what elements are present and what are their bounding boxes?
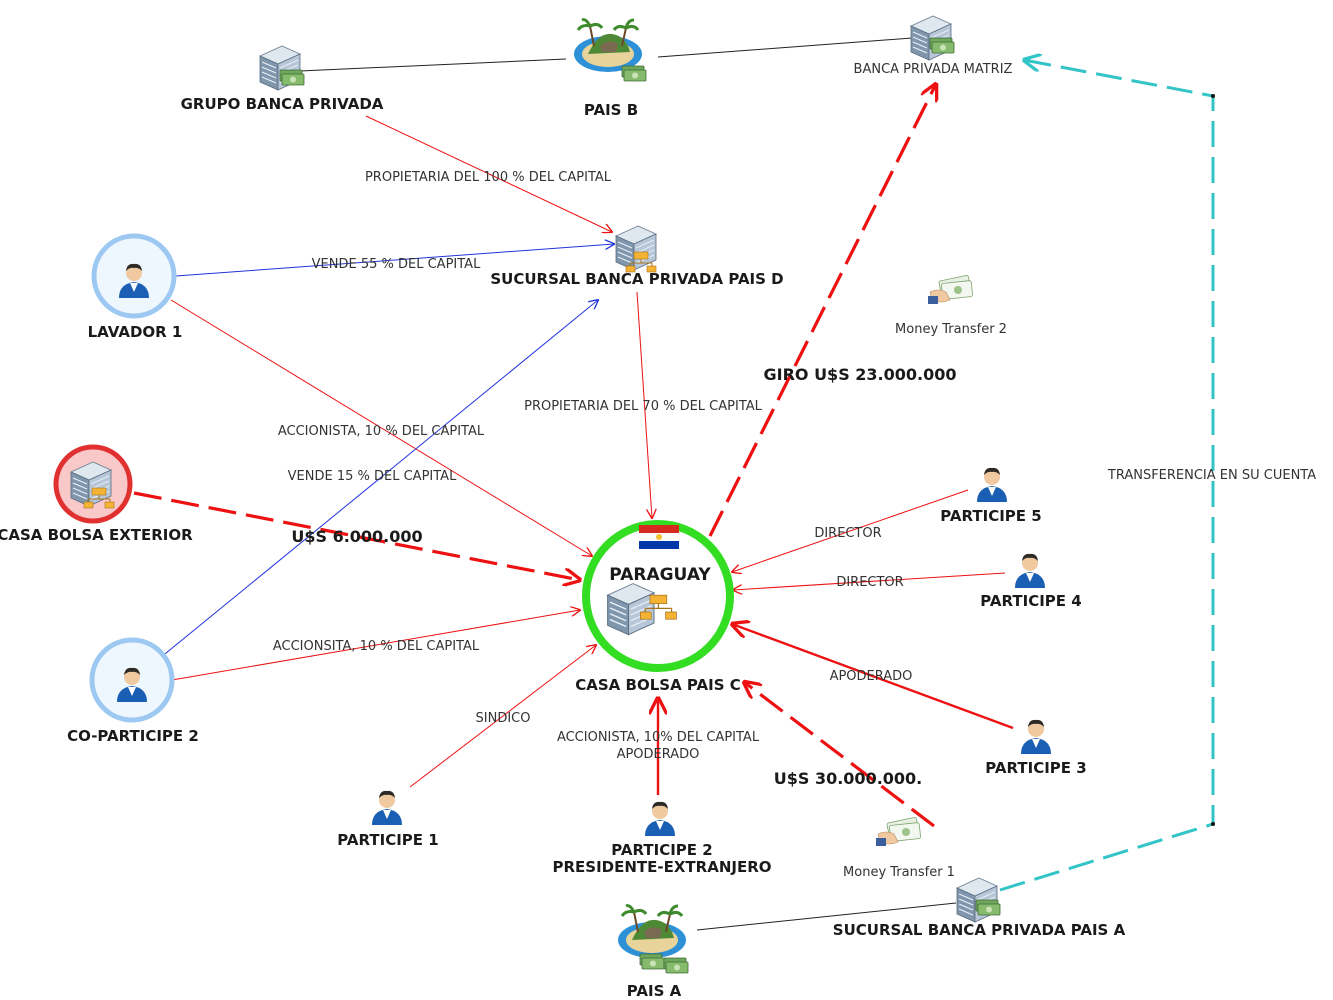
edge-sucursald-paraguay <box>636 291 652 518</box>
edge-paisa-sucursala <box>696 902 957 931</box>
edge-label-accionista-10-p2: ACCIONISTA, 10% DEL CAPITAL <box>557 730 760 745</box>
node-pais-a[interactable]: PAIS A <box>616 904 689 1000</box>
edge-label-transferencia: TRANSFERENCIA EN SU CUENTA <box>1107 468 1316 483</box>
node-label: CO-PARTICIPE 2 <box>67 727 199 745</box>
node-label: PARTICIPE 5 <box>940 507 1041 525</box>
edge-grupo-paisb <box>299 58 567 72</box>
money-icon <box>663 957 689 974</box>
edge-label-vende-55: VENDE 55 % DEL CAPITAL <box>312 257 481 272</box>
node-label: GRUPO BANCA PRIVADA <box>181 95 384 113</box>
node-label: PARTICIPE 1 <box>337 831 438 849</box>
node-label: Money Transfer 1 <box>843 865 955 880</box>
money-icon <box>929 37 955 54</box>
node-sucursal-pais-d[interactable]: SUCURSAL BANCA PRIVADA PAIS D <box>490 225 784 288</box>
edge-label-uss-30m: U$S 30.000.000. <box>774 769 923 788</box>
paraguay-flag-icon <box>639 525 679 549</box>
bend-point <box>1211 94 1215 98</box>
money-icon <box>621 65 647 82</box>
person-icon <box>1015 553 1045 588</box>
money-icon <box>639 953 665 970</box>
paraguay-title: PARAGUAY <box>609 565 711 585</box>
edge-paisb-matriz <box>657 37 913 58</box>
node-pais-b[interactable]: PAIS B <box>572 18 647 119</box>
node-casa-bolsa-exterior[interactable]: CASA BOLSA EXTERIOR <box>0 444 193 544</box>
node-lavador-1[interactable]: LAVADOR 1 <box>88 233 183 341</box>
edge-label-director-4: DIRECTOR <box>836 575 903 590</box>
edge-label-propietaria-70: PROPIETARIA DEL 70 % DEL CAPITAL <box>524 399 763 414</box>
edge-participe4-paraguay <box>733 572 1006 590</box>
edge-labels: PROPIETARIA DEL 100 % DEL CAPITAL VENDE … <box>273 170 1316 788</box>
edge-participe3-paraguay <box>732 624 1014 730</box>
money-transfer-icon <box>927 274 974 305</box>
edge-label-giro: GIRO U$S 23.000.000 <box>763 365 956 384</box>
edge-lavador-paraguay <box>170 299 592 556</box>
node-participe-5[interactable]: PARTICIPE 5 <box>940 467 1042 525</box>
node-money-transfer-2[interactable]: Money Transfer 2 <box>895 274 1007 337</box>
node-label: LAVADOR 1 <box>88 323 183 341</box>
edge-label-accionsita-10: ACCIONSITA, 10 % DEL CAPITAL <box>273 639 480 654</box>
node-label: SUCURSAL BANCA PRIVADA PAIS D <box>490 270 783 288</box>
edge-label-apoderado-p3: APODERADO <box>830 669 913 684</box>
node-sucursal-pais-a[interactable]: SUCURSAL BANCA PRIVADA PAIS A <box>833 877 1126 939</box>
edges <box>133 37 1215 931</box>
island-icon <box>572 18 644 74</box>
node-grupo-banca-privada[interactable]: GRUPO BANCA PRIVADA <box>181 45 384 113</box>
node-co-participe-2[interactable]: CO-PARTICIPE 2 <box>67 637 199 745</box>
edge-transfer1-paraguay <box>744 682 935 828</box>
edge-label-apoderado-p2: APODERADO <box>617 747 700 762</box>
edge-participe5-paraguay <box>732 489 969 572</box>
person-icon <box>977 467 1007 502</box>
node-sublabel: PRESIDENTE-EXTRANJERO <box>552 858 771 876</box>
edge-coparticipe-paraguay <box>171 610 580 681</box>
edge-paraguay-matriz <box>708 84 936 537</box>
node-label: SUCURSAL BANCA PRIVADA PAIS A <box>833 921 1126 939</box>
money-icon <box>279 69 305 86</box>
person-icon <box>645 801 675 836</box>
node-label: PARTICIPE 2 <box>611 841 712 859</box>
node-label: BANCA PRIVADA MATRIZ <box>854 62 1013 77</box>
node-participe-3[interactable]: PARTICIPE 3 <box>985 719 1087 777</box>
edge-lavador-sucursald <box>175 244 614 277</box>
node-label: CASA BOLSA EXTERIOR <box>0 526 193 544</box>
node-label: CASA BOLSA PAIS C <box>575 676 740 694</box>
edge-label-vende-15: VENDE 15 % DEL CAPITAL <box>288 469 457 484</box>
edge-label-accionista-10: ACCIONISTA, 10 % DEL CAPITAL <box>278 424 485 439</box>
node-label: PARTICIPE 3 <box>985 759 1086 777</box>
node-money-transfer-1[interactable]: Money Transfer 1 <box>843 816 955 880</box>
node-participe-1[interactable]: PARTICIPE 1 <box>337 790 439 849</box>
person-icon <box>372 790 402 825</box>
bend-point <box>1211 822 1215 826</box>
island-icon <box>616 904 688 960</box>
edge-participe1-paraguay <box>409 645 596 788</box>
node-label: PARTICIPE 4 <box>980 592 1081 610</box>
node-participe-2[interactable]: PARTICIPE 2 PRESIDENTE-EXTRANJERO <box>552 801 772 876</box>
node-participe-4[interactable]: PARTICIPE 4 <box>980 553 1082 610</box>
node-label: Money Transfer 2 <box>895 322 1007 337</box>
node-banca-privada-matriz[interactable]: BANCA PRIVADA MATRIZ <box>854 15 1013 77</box>
edge-label-uss-6m: U$S 6.000.000 <box>291 527 422 546</box>
node-casa-bolsa-pais-c[interactable]: PARAGUAY CASA BOLSA PAIS C <box>575 520 741 694</box>
person-icon <box>1021 719 1051 754</box>
edge-grupo-sucursald <box>365 115 612 232</box>
edge-sucursala-matriz <box>999 60 1215 892</box>
node-label: PAIS A <box>627 982 682 1000</box>
edge-label-director-5: DIRECTOR <box>814 526 881 541</box>
money-icon <box>975 899 1001 916</box>
edge-coparticipe-sucursald <box>159 300 598 659</box>
node-label: PAIS B <box>584 101 638 119</box>
edge-label-sindico: SINDICO <box>476 711 531 726</box>
edge-label-propietaria-100: PROPIETARIA DEL 100 % DEL CAPITAL <box>365 170 612 185</box>
money-transfer-icon <box>875 816 922 847</box>
